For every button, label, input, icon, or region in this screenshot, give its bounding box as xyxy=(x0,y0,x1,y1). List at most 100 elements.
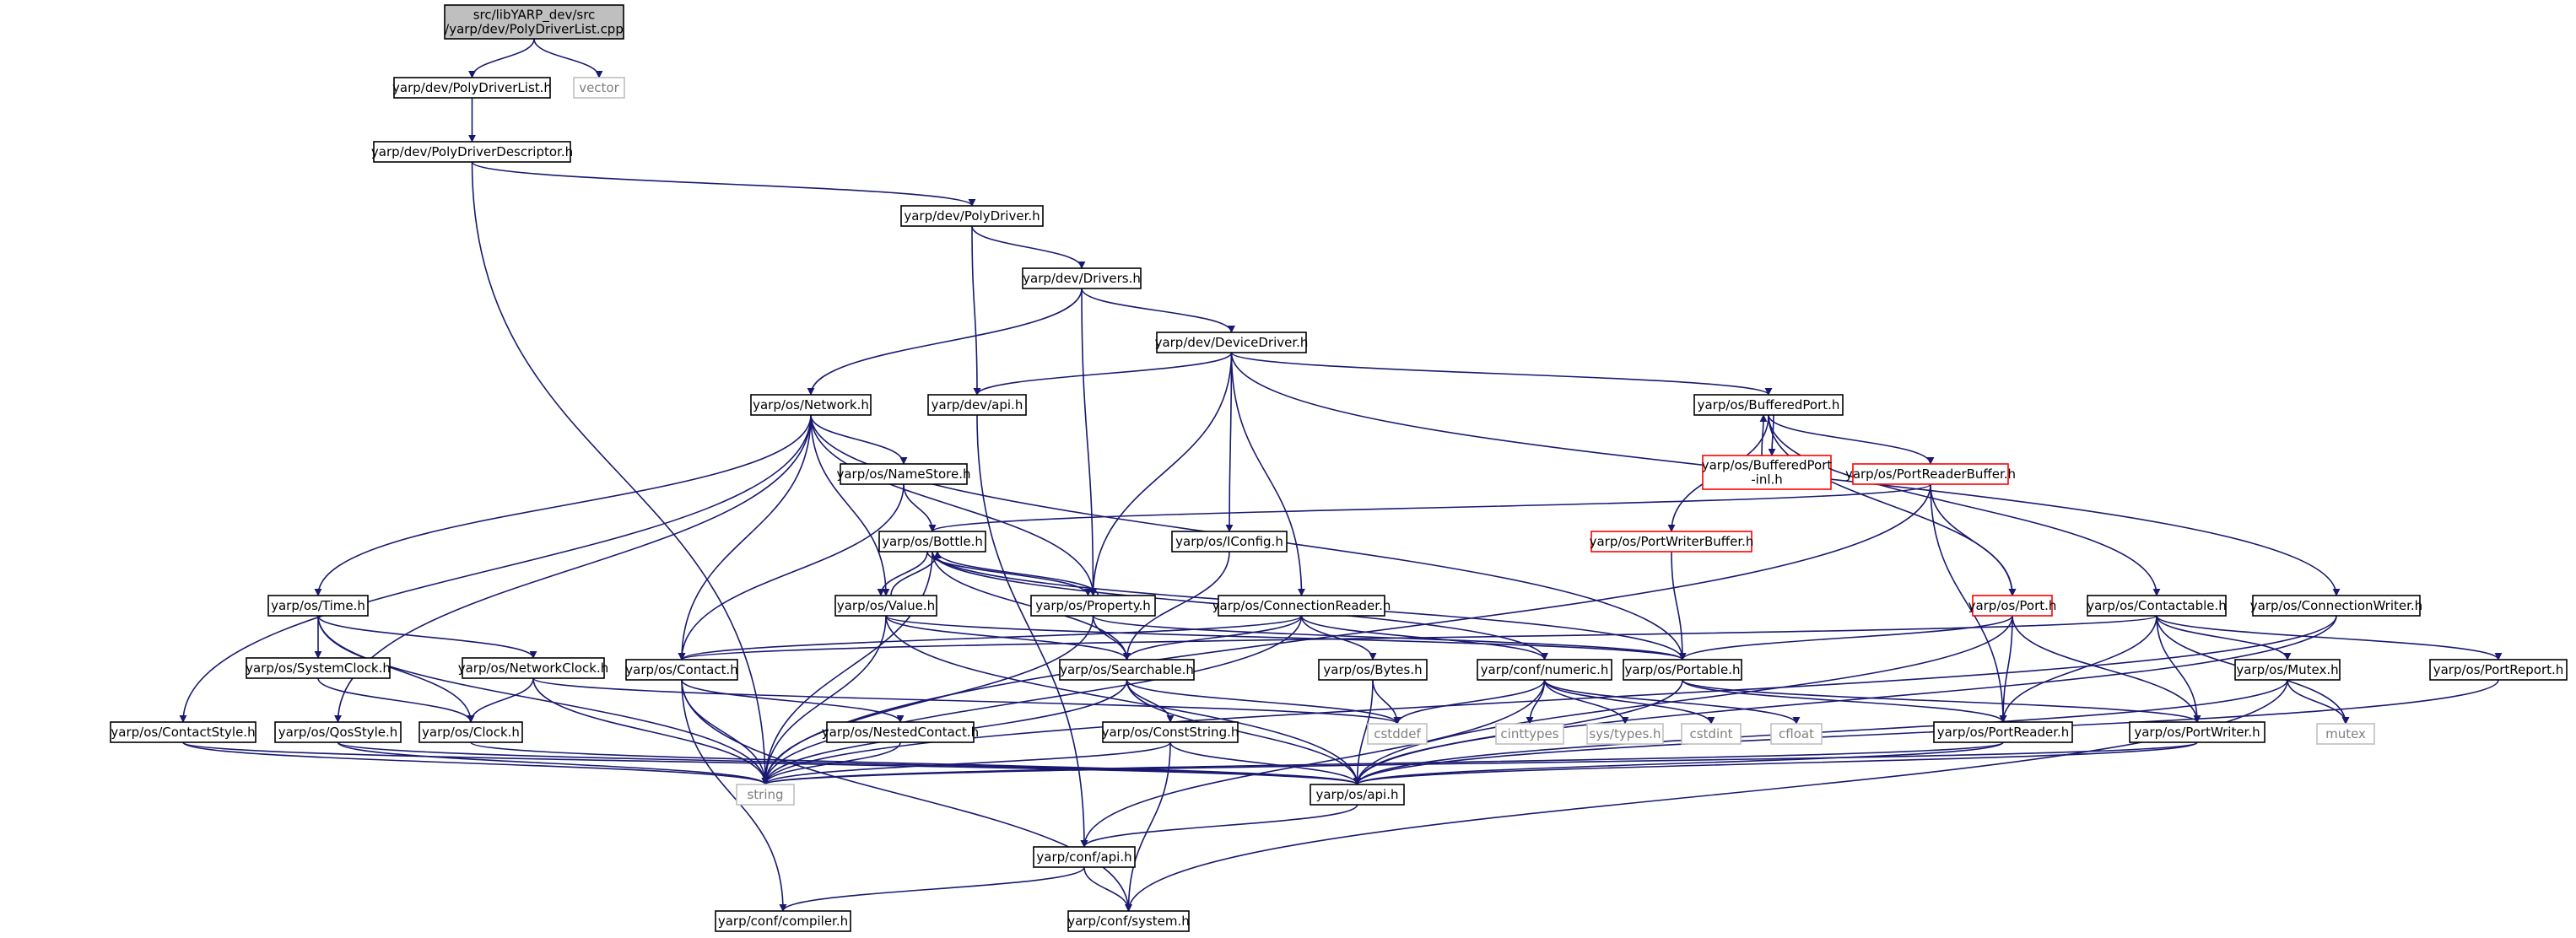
node-label: yarp/dev/PolyDriver.h xyxy=(904,208,1040,224)
node-box xyxy=(2316,723,2375,745)
node-label: yarp/conf/system.h xyxy=(1067,914,1190,929)
node-time[interactable]: yarp/os/Time.h xyxy=(267,595,369,617)
edge-contactable-to-contact xyxy=(678,615,2157,660)
node-portreport[interactable]: yarp/os/PortReport.h xyxy=(2429,659,2568,681)
node-label: string xyxy=(747,787,783,802)
edge-numeric-to-confapi xyxy=(1080,679,1546,848)
node-system[interactable]: yarp/conf/system.h xyxy=(1067,910,1190,932)
node-contactable[interactable]: yarp/os/Contactable.h xyxy=(2087,595,2227,617)
edge-cr-to-string xyxy=(761,615,1303,785)
node-cw[interactable]: yarp/os/ConnectionWriter.h xyxy=(2250,595,2422,617)
edge-bottle-to-searchable xyxy=(932,551,1131,660)
node-pdd[interactable]: yarp/dev/PolyDriverDescriptor.h xyxy=(371,141,573,163)
edge-cr-to-contact xyxy=(678,615,1303,660)
node-label: yarp/os/Port.h xyxy=(1968,598,2057,613)
edge-net-to-ns xyxy=(810,414,908,465)
edge-root-to-pdl xyxy=(468,38,535,78)
node-label: yarp/os/Bottle.h xyxy=(882,534,983,549)
node-label: yarp/os/Portable.h xyxy=(1625,662,1741,677)
edge-portable-to-preader xyxy=(1682,679,2007,723)
node-confapi[interactable]: yarp/conf/api.h xyxy=(1033,846,1136,868)
edge-sysclock-to-clock xyxy=(317,677,475,723)
node-searchable[interactable]: yarp/os/Searchable.h xyxy=(1059,659,1195,681)
edge-value-to-portable xyxy=(885,615,1687,660)
node-label: yarp/os/Time.h xyxy=(271,598,365,613)
edge-bport-to-contactable xyxy=(1768,414,2161,596)
node-sysclock[interactable]: yarp/os/SystemClock.h xyxy=(246,657,391,679)
node-bottle[interactable]: yarp/os/Bottle.h xyxy=(878,531,986,553)
node-cstyle[interactable]: yarp/os/ContactStyle.h xyxy=(110,721,257,743)
node-devapi[interactable]: yarp/dev/api.h xyxy=(927,394,1027,416)
edge-dd-to-prop xyxy=(1089,352,1233,596)
node-contact[interactable]: yarp/os/Contact.h xyxy=(625,659,738,681)
edge-value-to-string xyxy=(761,615,887,785)
node-box xyxy=(840,463,968,485)
node-label: yarp/os/SystemClock.h xyxy=(246,660,391,676)
node-label: yarp/os/PortWriterBuffer.h xyxy=(1590,534,1754,549)
edge-prb-to-bottle xyxy=(928,483,1931,532)
edge-cr-to-searchable xyxy=(1123,615,1303,660)
node-box xyxy=(2252,595,2421,617)
node-nested[interactable]: yarp/os/NestedContact.h xyxy=(822,721,979,743)
node-pwriter[interactable]: yarp/os/PortWriter.h xyxy=(2129,721,2265,743)
node-label: yarp/os/PortReader.h xyxy=(1937,725,2070,740)
node-label: yarp/os/PortWriter.h xyxy=(2134,725,2260,740)
node-qos[interactable]: yarp/os/QosStyle.h xyxy=(274,721,402,743)
edge-port-to-portable xyxy=(1678,615,2013,660)
node-root[interactable]: src/libYARP_dev/src/yarp/dev/PolyDriverL… xyxy=(444,4,624,40)
node-drv[interactable]: yarp/dev/Drivers.h xyxy=(1022,267,1142,289)
node-portable[interactable]: yarp/os/Portable.h xyxy=(1623,659,1742,681)
edge-prop-to-searchable xyxy=(1092,615,1131,660)
node-label: cfloat xyxy=(1779,726,1814,741)
edge-searchable-to-cstddef xyxy=(1126,679,1401,725)
node-bpinl[interactable]: yarp/os/BufferedPort-inl.h xyxy=(1702,455,1833,490)
node-label: yarp/conf/compiler.h xyxy=(718,914,848,929)
node-label: cstddef xyxy=(1374,726,1421,741)
node-preader[interactable]: yarp/os/PortReader.h xyxy=(1933,721,2073,743)
edge-port-to-pwriter xyxy=(2012,615,2201,723)
edge-net-to-contact xyxy=(678,414,812,660)
node-dd[interactable]: yarp/dev/DeviceDriver.h xyxy=(1155,332,1309,353)
edge-confapi-to-compiler xyxy=(779,866,1085,912)
edge-numeric-to-cstddef xyxy=(1393,679,1546,725)
edge-pdd-to-string xyxy=(471,161,770,785)
node-clock[interactable]: yarp/os/Clock.h xyxy=(419,721,523,743)
node-pdl[interactable]: yarp/dev/PolyDriverList.h xyxy=(392,77,552,99)
node-compiler[interactable]: yarp/conf/compiler.h xyxy=(715,910,851,932)
node-osapi[interactable]: yarp/os/api.h xyxy=(1310,784,1405,806)
node-label: yarp/conf/api.h xyxy=(1036,849,1131,865)
node-netclock[interactable]: yarp/os/NetworkClock.h xyxy=(458,657,609,679)
node-mutex[interactable]: yarp/os/Mutex.h xyxy=(2234,659,2341,681)
node-port[interactable]: yarp/os/Port.h xyxy=(1968,595,2057,617)
node-net[interactable]: yarp/os/Network.h xyxy=(750,394,872,416)
node-box xyxy=(462,657,605,679)
node-box xyxy=(1852,463,2009,485)
node-box xyxy=(1495,723,1564,745)
edge-numeric-to-cfloat xyxy=(1543,679,1801,725)
node-box xyxy=(878,531,986,553)
node-box xyxy=(1770,723,1823,745)
node-box xyxy=(1102,721,1239,743)
node-bytes[interactable]: yarp/os/Bytes.h xyxy=(1318,659,1428,681)
edge-ns-to-contact xyxy=(678,483,905,660)
edge-cstring-to-osapi xyxy=(1169,741,1361,785)
node-pd[interactable]: yarp/dev/PolyDriver.h xyxy=(900,205,1044,227)
node-box xyxy=(573,77,625,99)
edge-time-to-string xyxy=(317,615,770,785)
node-prop[interactable]: yarp/os/Property.h xyxy=(1030,595,1156,617)
edge-ns-to-bottle xyxy=(903,483,937,532)
node-ns[interactable]: yarp/os/NameStore.h xyxy=(836,463,971,485)
node-iconfig[interactable]: yarp/os/IConfig.h xyxy=(1171,531,1288,553)
node-cstring[interactable]: yarp/os/ConstString.h xyxy=(1102,721,1239,743)
node-label: yarp/os/Searchable.h xyxy=(1060,662,1194,677)
node-bport[interactable]: yarp/os/BufferedPort.h xyxy=(1693,394,1844,416)
node-box xyxy=(715,910,851,932)
edge-preader-to-osapi xyxy=(1353,741,2004,785)
node-prb[interactable]: yarp/os/PortReaderBuffer.h xyxy=(1845,463,2016,485)
node-box xyxy=(1022,267,1142,289)
node-pwb[interactable]: yarp/os/PortWriterBuffer.h xyxy=(1590,531,1754,553)
node-numeric[interactable]: yarp/conf/numeric.h xyxy=(1477,659,1612,681)
node-value[interactable]: yarp/os/Value.h xyxy=(834,595,937,617)
node-label: yarp/os/NetworkClock.h xyxy=(458,660,609,676)
node-cr[interactable]: yarp/os/ConnectionReader.h xyxy=(1212,595,1391,617)
